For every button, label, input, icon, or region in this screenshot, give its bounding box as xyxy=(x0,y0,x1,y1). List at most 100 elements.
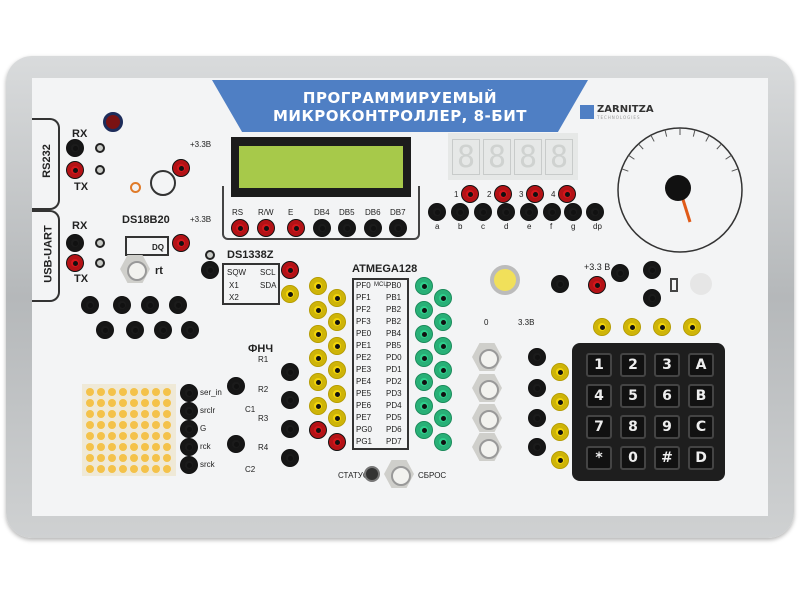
lcd-pin-jack[interactable] xyxy=(257,219,275,237)
keypad-key[interactable]: 8 xyxy=(620,415,646,439)
keypad-row-jack[interactable] xyxy=(551,451,569,469)
lcd-pin-jack[interactable] xyxy=(287,219,305,237)
button-jack[interactable] xyxy=(528,438,546,456)
vcc-jack[interactable] xyxy=(588,276,606,294)
mcu-pin-jack[interactable] xyxy=(434,289,452,307)
mcu-pin-jack[interactable] xyxy=(309,421,327,439)
filter-output-jack[interactable] xyxy=(281,420,299,438)
mcu-pin-jack[interactable] xyxy=(309,397,327,415)
rs232-tx-jack[interactable] xyxy=(66,161,84,179)
keypad-key[interactable]: 9 xyxy=(654,415,680,439)
io-jack[interactable] xyxy=(169,296,187,314)
mcu-pin-jack[interactable] xyxy=(309,349,327,367)
button-jack[interactable] xyxy=(528,409,546,427)
mcu-pin-jack[interactable] xyxy=(328,361,346,379)
digit-select-jack[interactable] xyxy=(558,185,576,203)
keypad-col-jack[interactable] xyxy=(593,318,611,336)
keypad-col-jack[interactable] xyxy=(683,318,701,336)
button-jack[interactable] xyxy=(528,379,546,397)
mcu-pin-jack[interactable] xyxy=(328,409,346,427)
segment-jack[interactable] xyxy=(451,203,469,221)
rtc-sqw-jack[interactable] xyxy=(201,261,219,279)
mcu-pin-jack[interactable] xyxy=(434,313,452,331)
lcd-pin-jack[interactable] xyxy=(313,219,331,237)
matrix-pin-jack[interactable] xyxy=(180,402,198,420)
io-jack[interactable] xyxy=(113,296,131,314)
segment-jack[interactable] xyxy=(474,203,492,221)
mcu-pin-jack[interactable] xyxy=(434,433,452,451)
mcu-pin-jack[interactable] xyxy=(328,289,346,307)
mcu-pin-jack[interactable] xyxy=(415,421,433,439)
mcu-pin-jack[interactable] xyxy=(415,277,433,295)
mcu-pin-jack[interactable] xyxy=(415,373,433,391)
mcu-pin-jack[interactable] xyxy=(328,385,346,403)
segment-jack[interactable] xyxy=(564,203,582,221)
usb-rx-jack[interactable] xyxy=(66,234,84,252)
io-jack[interactable] xyxy=(96,321,114,339)
keypad-col-jack[interactable] xyxy=(653,318,671,336)
filter-input-jack[interactable] xyxy=(227,435,245,453)
mcu-pin-jack[interactable] xyxy=(415,301,433,319)
pot-output-jack[interactable] xyxy=(551,275,569,293)
mcu-pin-jack[interactable] xyxy=(434,409,452,427)
io-jack[interactable] xyxy=(81,296,99,314)
mcu-pin-jack[interactable] xyxy=(434,385,452,403)
keypad-key[interactable]: 4 xyxy=(586,384,612,408)
segment-jack[interactable] xyxy=(428,203,446,221)
keypad-row-jack[interactable] xyxy=(551,423,569,441)
keypad-key[interactable]: C xyxy=(688,415,714,439)
mcu-pin-jack[interactable] xyxy=(328,313,346,331)
keypad-row-jack[interactable] xyxy=(551,363,569,381)
mcu-pin-jack[interactable] xyxy=(415,397,433,415)
matrix-pin-jack[interactable] xyxy=(180,456,198,474)
lcd-pin-jack[interactable] xyxy=(389,219,407,237)
usb-tx-jack[interactable] xyxy=(66,254,84,272)
mcu-pin-jack[interactable] xyxy=(415,325,433,343)
speaker-jack[interactable] xyxy=(643,289,661,307)
matrix-pin-jack[interactable] xyxy=(180,438,198,456)
mcu-pin-jack[interactable] xyxy=(309,277,327,295)
mcu-pin-jack[interactable] xyxy=(415,349,433,367)
filter-output-jack[interactable] xyxy=(281,391,299,409)
rtc-sda-jack[interactable] xyxy=(281,285,299,303)
digit-select-jack[interactable] xyxy=(461,185,479,203)
lcd-pin-jack[interactable] xyxy=(338,219,356,237)
keypad-key[interactable]: 3 xyxy=(654,353,680,377)
keypad-key[interactable]: # xyxy=(654,446,680,470)
digit-select-jack[interactable] xyxy=(526,185,544,203)
io-jack[interactable] xyxy=(141,296,159,314)
segment-jack[interactable] xyxy=(497,203,515,221)
matrix-pin-jack[interactable] xyxy=(180,384,198,402)
keypad-key[interactable]: 6 xyxy=(654,384,680,408)
segment-jack[interactable] xyxy=(586,203,604,221)
gnd-jack[interactable] xyxy=(611,264,629,282)
segment-jack[interactable] xyxy=(520,203,538,221)
rs232-rx-jack[interactable] xyxy=(66,139,84,157)
keypad-key[interactable]: A xyxy=(688,353,714,377)
filter-input-jack[interactable] xyxy=(227,377,245,395)
keypad-col-jack[interactable] xyxy=(623,318,641,336)
phototransistor-jack[interactable] xyxy=(172,159,190,177)
mcu-pin-jack[interactable] xyxy=(309,373,327,391)
mcu-pin-jack[interactable] xyxy=(309,325,327,343)
digit-select-jack[interactable] xyxy=(494,185,512,203)
keypad-key[interactable]: 2 xyxy=(620,353,646,377)
mcu-pin-jack[interactable] xyxy=(328,433,346,451)
button-jack[interactable] xyxy=(528,348,546,366)
mcu-pin-jack[interactable] xyxy=(309,301,327,319)
ds18b20-jack[interactable] xyxy=(172,234,190,252)
matrix-pin-jack[interactable] xyxy=(180,420,198,438)
lcd-pin-jack[interactable] xyxy=(231,219,249,237)
keypad-key[interactable]: 1 xyxy=(586,353,612,377)
io-jack[interactable] xyxy=(126,321,144,339)
keypad-key[interactable]: D xyxy=(688,446,714,470)
keypad-key[interactable]: 0 xyxy=(620,446,646,470)
rtc-scl-jack[interactable] xyxy=(281,261,299,279)
keypad-key[interactable]: 7 xyxy=(586,415,612,439)
mcu-pin-jack[interactable] xyxy=(434,337,452,355)
keypad-key[interactable]: * xyxy=(586,446,612,470)
keypad-key[interactable]: B xyxy=(688,384,714,408)
speaker-jack[interactable] xyxy=(643,261,661,279)
keypad-row-jack[interactable] xyxy=(551,393,569,411)
mcu-pin-jack[interactable] xyxy=(434,361,452,379)
